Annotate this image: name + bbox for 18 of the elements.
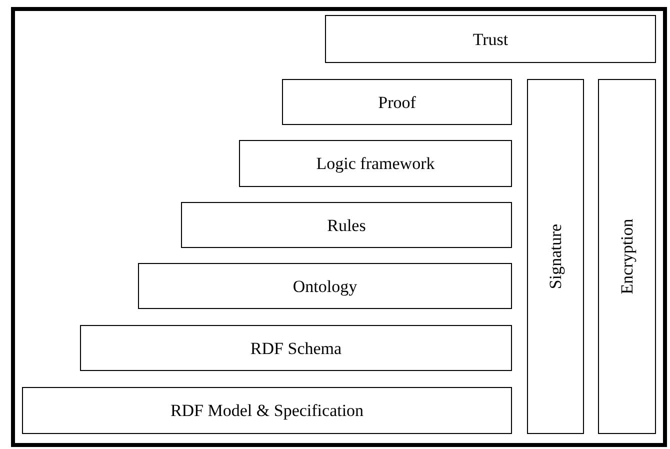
layer-label: Rules (327, 216, 366, 234)
layer-label: Logic framework (316, 155, 435, 172)
layer-label: Proof (378, 94, 416, 110)
layer-box (80, 325, 512, 371)
layer-label: Encryption (618, 218, 636, 294)
layer-label: RDF Model & Specification (170, 402, 364, 419)
layer-box (325, 15, 656, 63)
layer-box (22, 387, 512, 434)
layer-box (239, 140, 512, 187)
layer-label: RDF Schema (250, 340, 342, 356)
vertical-layer-box (527, 79, 584, 434)
vertical-layer-box (598, 79, 656, 434)
layer-box (282, 79, 512, 125)
layer-box (138, 263, 512, 309)
layer-label: Signature (547, 224, 564, 290)
layer-label: Trust (472, 30, 508, 48)
layer-box (181, 202, 512, 248)
layer-label: Ontology (292, 278, 358, 294)
